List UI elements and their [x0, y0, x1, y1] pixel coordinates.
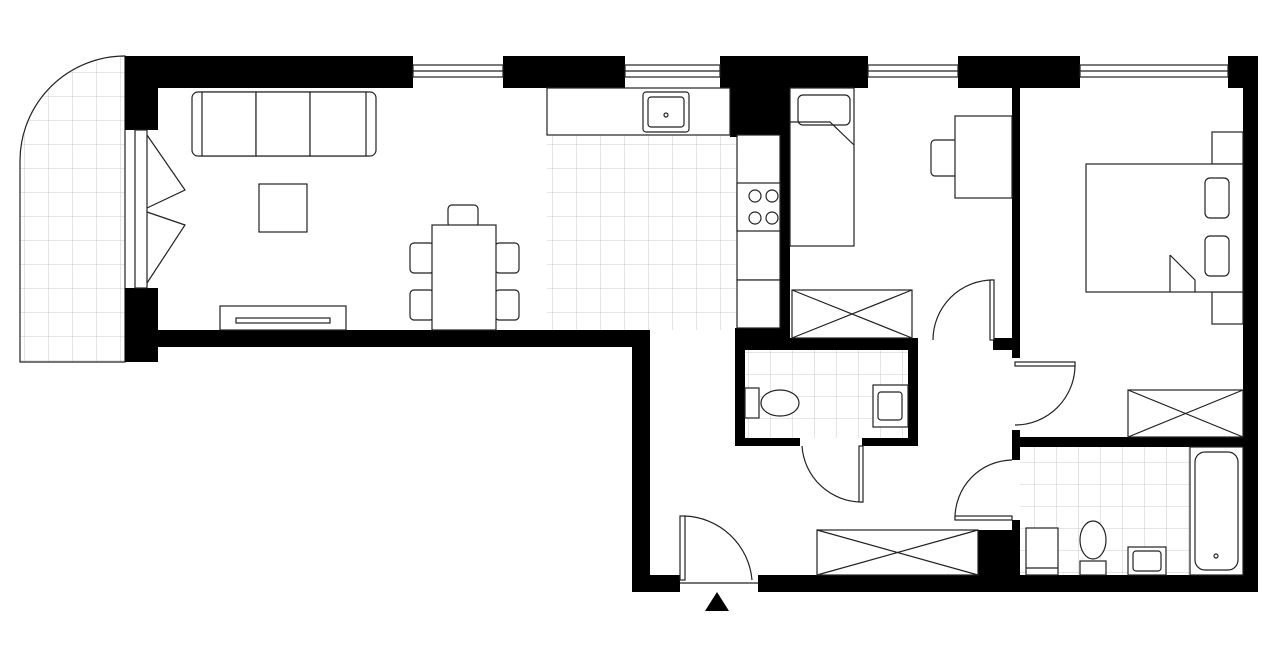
kitchen-floor-tiles: [547, 135, 737, 330]
bathtub-icon: [1189, 446, 1244, 576]
doors: [679, 279, 1076, 584]
fridge-icon: [736, 279, 781, 329]
washing-machine-icon: [1025, 527, 1059, 576]
wc-sink-icon: [872, 384, 909, 428]
single-bed: [789, 87, 855, 247]
coffee-table: [258, 183, 308, 233]
wardrobe-bedroom: [1127, 389, 1244, 438]
dining-table: [409, 204, 520, 331]
sofa: [191, 91, 377, 157]
bathroom-sink-icon: [1127, 546, 1167, 576]
double-bed: [1085, 131, 1244, 325]
tv-stand: [219, 305, 347, 331]
hallway-wardrobe: [816, 529, 979, 576]
entrance-triangle-icon: [705, 592, 729, 611]
balcony: [19, 55, 126, 363]
bathroom-toilet-icon: [1079, 520, 1107, 576]
windows: [134, 64, 1229, 289]
walls: [125, 56, 1258, 592]
toilet-icon: [744, 387, 800, 419]
desk: [930, 115, 1013, 199]
kitchen-counter: [546, 87, 781, 329]
wardrobe: [791, 289, 913, 339]
